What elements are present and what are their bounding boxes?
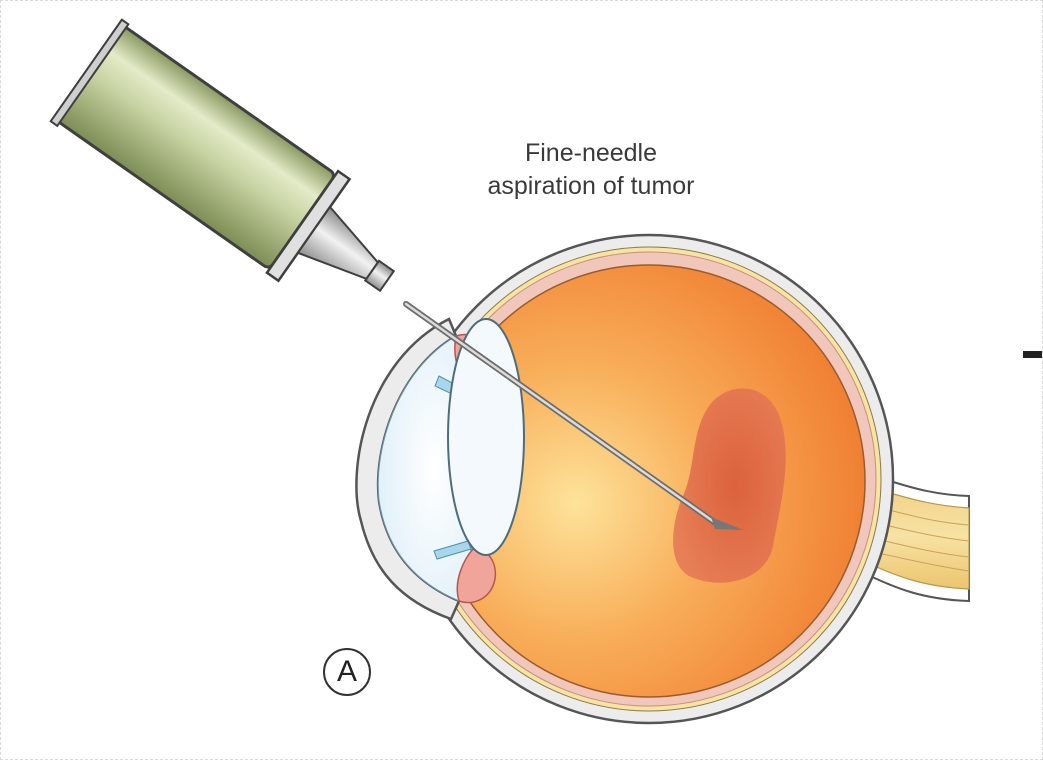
panel-label: A xyxy=(323,648,371,696)
lens xyxy=(448,319,524,555)
caption-line-1: Fine-needle xyxy=(441,137,741,170)
arrow-stub xyxy=(1023,351,1043,358)
figure-caption: Fine-needle aspiration of tumor xyxy=(441,137,741,203)
caption-line-2: aspiration of tumor xyxy=(441,170,741,203)
